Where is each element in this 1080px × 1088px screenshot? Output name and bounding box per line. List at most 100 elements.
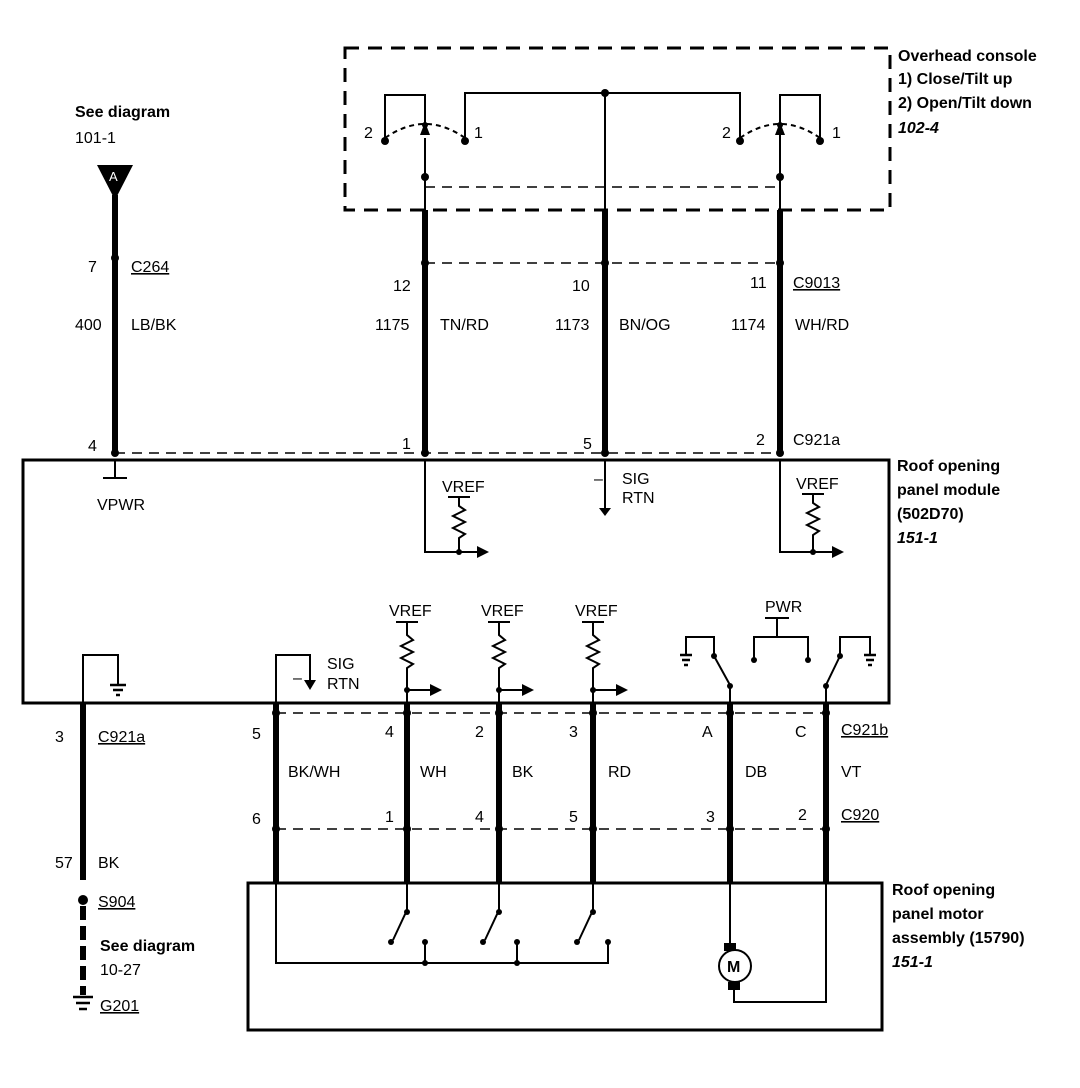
c921b-pin-3: 3: [569, 724, 578, 741]
splice-s904: S904: [98, 894, 135, 911]
c920-pin-5: 5: [569, 809, 578, 826]
c9013-harness: 12 10 11 C9013 1175 TN/RD 1173 BN/OG 117…: [375, 210, 849, 455]
c921b-pin-2: 2: [475, 724, 484, 741]
sig-bottom-label: SIG: [327, 656, 355, 673]
console-switch-right: 2 1: [722, 94, 841, 255]
vref-right-label: VREF: [796, 476, 839, 493]
resistor-vref-right: VREF: [779, 460, 844, 558]
overhead-console-line2: 2) Open/Tilt down: [898, 95, 1032, 112]
color-wh-rd: WH/RD: [795, 317, 849, 334]
motor-line1: Roof opening: [892, 882, 995, 899]
overhead-console-line1: 1) Close/Tilt up: [898, 71, 1013, 88]
module-box: [21, 458, 891, 705]
relay-switches: PWR: [680, 599, 876, 703]
sig-rtn-bottom: – SIG RTN: [275, 654, 360, 703]
ground-symbol: [73, 995, 93, 1011]
c920-name: C920: [841, 807, 879, 824]
c264-pin: 7: [88, 259, 97, 276]
vref-left-label: VREF: [442, 479, 485, 496]
color-vt: VT: [841, 764, 862, 781]
connector-a-badge: A: [109, 169, 118, 184]
c920-pin-1: 1: [385, 809, 394, 826]
c921b-pin-5: 5: [252, 726, 261, 743]
vref-bk-label: VREF: [481, 603, 524, 620]
c264-name: C264: [131, 259, 169, 276]
color-bk: BK: [512, 764, 534, 781]
module-ref: 151-1: [897, 530, 938, 547]
c921b-pin-c: C: [795, 724, 807, 741]
vpwr-label: VPWR: [97, 497, 145, 514]
pin-2-left: 2: [364, 125, 373, 142]
overhead-console-title: Overhead console: [898, 48, 1037, 65]
pin-1-right: 1: [832, 125, 841, 142]
module-ground-left: [82, 654, 126, 703]
color-bn-og: BN/OG: [619, 317, 671, 334]
pin-2-right: 2: [722, 125, 731, 142]
c9013-name: C9013: [793, 275, 840, 292]
module-line1: Roof opening: [897, 458, 1000, 475]
see-diagram-top-ref: 101-1: [75, 130, 116, 147]
see-diagram-ground: See diagram: [100, 938, 195, 955]
motor-m-label: M: [727, 959, 740, 976]
c921a-pin-2: 2: [756, 432, 765, 449]
module-line2: panel module: [897, 482, 1000, 499]
c921a-pin-4: 4: [88, 438, 97, 455]
splice-dot: [78, 895, 88, 905]
c920-pin-2: 2: [798, 807, 807, 824]
pwr-label: PWR: [765, 599, 802, 616]
color-bk-wh: BK/WH: [288, 764, 340, 781]
vref-wh-label: VREF: [389, 603, 432, 620]
c920-pin-4: 4: [475, 809, 484, 826]
color-tn-rd: TN/RD: [440, 317, 489, 334]
see-diagram-ground-ref: 10-27: [100, 962, 141, 979]
c921a-pin-1: 1: [402, 436, 411, 453]
motor-ref: 151-1: [892, 954, 933, 971]
sig-top-label: SIG: [622, 471, 650, 488]
resistor-vref-wh: VREF: [389, 603, 442, 703]
ground-g201: G201: [100, 998, 139, 1015]
lower-harness: 3 C921a 57 BK S904 See diagram 10-27 G20…: [55, 703, 888, 1015]
c921b-pin-4: 4: [385, 724, 394, 741]
overhead-console-box: [343, 46, 892, 212]
sig-rtn-top: – SIG RTN: [594, 460, 655, 516]
c920-pin-6: 6: [252, 811, 261, 828]
motor-symbol: M: [718, 883, 827, 1003]
resistor-vref-left: VREF: [424, 460, 489, 558]
c921b-pin-a: A: [702, 724, 713, 741]
resistor-vref-bk: VREF: [481, 603, 534, 703]
sig-rtn-bottom-minus: –: [293, 670, 302, 687]
rtn-bottom-label: RTN: [327, 676, 360, 693]
color-wh: WH: [420, 764, 447, 781]
c920-pin-3: 3: [706, 809, 715, 826]
c9013-pin-10: 10: [572, 278, 590, 295]
connector-a-reference: See diagram 101-1 A 7 C264 400 LB/BK: [75, 104, 177, 455]
c921a-bottom-name: C921a: [98, 729, 145, 746]
color-db: DB: [745, 764, 767, 781]
c921a-top-connector: 4 1 5 2 C921a: [88, 432, 840, 457]
color-bk-ground: BK: [98, 855, 120, 872]
pin-1-left: 1: [474, 125, 483, 142]
c921b-name: C921b: [841, 722, 888, 739]
color-rd: RD: [608, 764, 631, 781]
motor-line3: assembly (15790): [892, 930, 1025, 947]
color-lb-bk: LB/BK: [131, 317, 177, 334]
c9013-pin-11: 11: [750, 275, 767, 292]
overhead-console-ref: 102-4: [898, 120, 939, 137]
rtn-top-label: RTN: [622, 490, 655, 507]
circuit-57: 57: [55, 855, 73, 872]
connector-a-triangle: [97, 165, 133, 200]
roof-opening-panel-module: Roof opening panel module (502D70) 151-1…: [21, 458, 1000, 705]
circuit-1173: 1173: [555, 317, 590, 334]
c921a-top-name: C921a: [793, 432, 840, 449]
roof-opening-panel-motor-assembly: Roof opening panel motor assembly (15790…: [246, 881, 1025, 1032]
motor-assembly-box: [246, 881, 884, 1032]
sig-rtn-top-minus: –: [594, 471, 603, 488]
circuit-400: 400: [75, 317, 102, 334]
circuit-1174: 1174: [731, 317, 766, 334]
c9013-pin-12: 12: [393, 278, 411, 295]
vref-rd-label: VREF: [575, 603, 618, 620]
c921a-bottom-pin: 3: [55, 729, 64, 746]
resistor-vref-rd: VREF: [575, 603, 628, 703]
circuit-1175: 1175: [375, 317, 410, 334]
